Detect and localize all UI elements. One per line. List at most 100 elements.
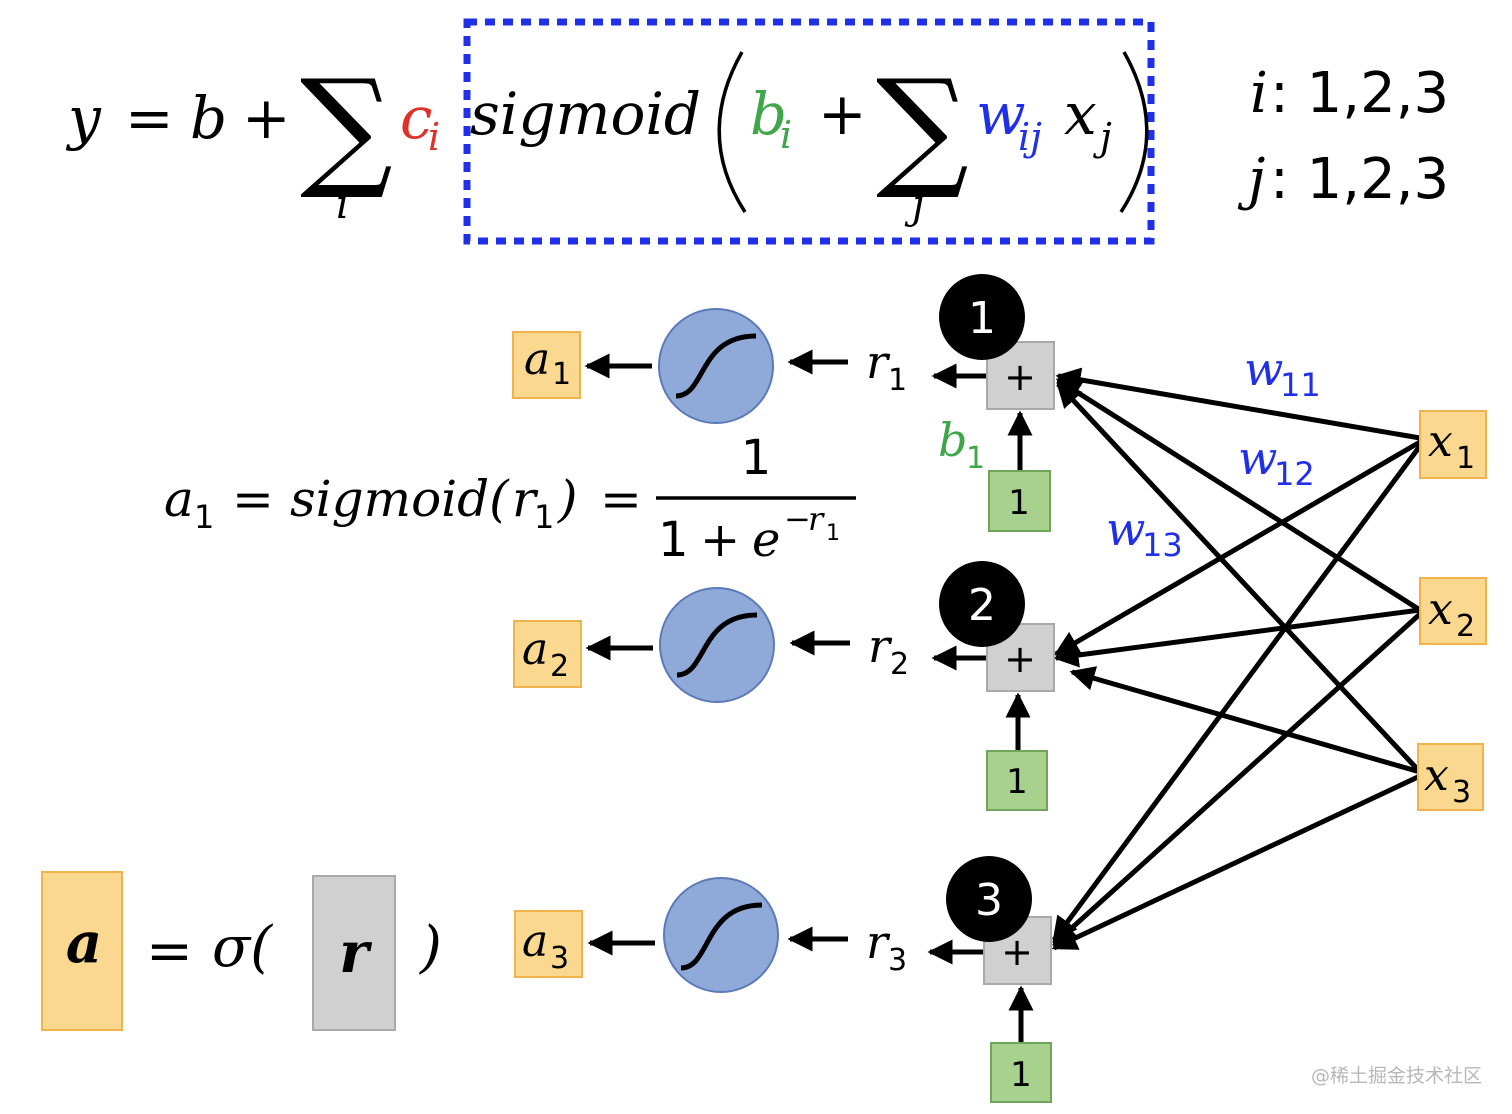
paren-open [717,51,747,213]
formula-x: x [1064,80,1097,148]
connection-x3-n1 [1056,382,1422,774]
sigmoid-eq-a-sub: 1 [194,498,214,536]
formula-plus: + [242,84,291,152]
vector-eq-equals: = [146,919,193,984]
r2-sub: 2 [890,647,909,682]
vector-eq-sigma: σ( [212,915,273,980]
input-x1-label: x [1428,416,1453,467]
sigmoid-eq-denom-plus: + [700,512,740,568]
formula-bi-sub: i [780,113,792,157]
formula-c-sub: i [428,115,440,159]
output-a3-sub: 3 [550,941,569,976]
range-j-values: : 1,2,3 [1270,147,1449,212]
input-x2-sub: 2 [1456,609,1475,644]
connection-x1-n3 [1051,444,1423,943]
formula-plus-2: + [818,80,867,148]
neuron-badge-1 [939,274,1025,360]
range-j-label: j [1237,147,1265,212]
sigmoid-eq-exp-sub: 1 [826,521,840,546]
r3-label: r [866,915,891,969]
weight-connections [1051,367,1423,951]
sigmoid-eq-denom-one: 1 [658,512,689,568]
neuron-badge-3 [946,856,1032,942]
index-ranges: i : 1,2,3 j : 1,2,3 [1237,61,1449,212]
output-a3-label: a [522,916,548,967]
output-a2-label: a [522,624,548,675]
weight-w11-sub: 11 [1280,366,1321,404]
neuron-badge-1-label: 1 [968,293,996,344]
sigmoid-node-3 [663,877,779,993]
output-box-a2 [513,620,582,688]
bias-input-2 [986,750,1048,811]
formula-b: b [190,84,227,152]
formula-w-sub: ij [1018,115,1042,159]
bias-input-1-label: 1 [1008,483,1030,523]
formula-sigmoid: sigmoid [470,80,701,148]
neuron-badge-2-label: 2 [968,580,996,631]
input-x3-label: x [1424,750,1449,801]
sigmoid-equation: a 1 = sigmoid( r 1 ) = 1 1 + e − r 1 [164,430,856,568]
sigmoid-eq-r: r [512,470,539,528]
sum-outer-index: i [336,182,349,228]
output-box-a3 [514,910,583,978]
weight-labels: w 11 w 12 w 13 [1106,342,1321,564]
neuron-1: a 1 r 1 + 1 1 [512,274,1055,532]
range-i-values: : 1,2,3 [1270,61,1449,126]
output-a1-label: a [524,334,550,385]
sigmoid-node-2 [659,587,775,703]
weight-w11: w [1244,342,1283,396]
vector-a-label: a [66,910,102,976]
input-x2-label: x [1428,584,1453,635]
formula-equals: = [125,84,174,152]
weight-w13-sub: 13 [1142,526,1183,564]
sigmoid-curve-icon [676,612,758,678]
sum-inner-sigma: ∑ [876,51,969,203]
r1-sub: 1 [888,363,907,398]
formula-w: w [976,80,1026,148]
sigmoid-eq-fn: sigmoid( [290,470,510,528]
sigmoid-eq-exp-r: r [808,500,825,538]
vector-r-label: r [339,920,372,986]
neuron-badge-2 [939,561,1025,647]
sigmoid-eq-denom-e: e [752,512,780,568]
neuron-badge-3-label: 3 [975,875,1003,926]
vector-a-box [41,871,123,1031]
sigmoid-eq-r-sub: 1 [534,498,554,536]
formula-bi: b [750,80,787,148]
watermark: @稀土掘金技术社区 [1311,1065,1482,1087]
connection-x2-n3 [1052,612,1422,946]
input-x1-sub: 1 [1456,441,1475,476]
output-a2-sub: 2 [550,649,569,684]
connection-x1-n2 [1053,439,1422,657]
output-a1-sub: 1 [552,357,571,392]
output-box-a1 [512,331,581,399]
bias-b1-label: b [938,413,967,467]
sigmoid-eq-eq1: = [232,470,274,528]
highlight-box [463,18,1155,245]
sigmoid-curve-icon [675,333,757,399]
paren-close [1119,51,1149,213]
neuron-3: a 3 r 3 + 3 1 [514,856,1052,1103]
formula-c: c [400,84,432,152]
sigmoid-eq-close: ) [557,470,578,528]
connection-x2-n1 [1055,377,1422,613]
r3-sub: 3 [888,943,907,978]
vector-r-box [312,875,396,1031]
sigmoid-eq-eq2: = [600,470,642,528]
vector-equation: a = σ( r ) [41,871,442,1031]
neuron-2: a 2 r 2 + 2 1 [513,561,1055,811]
bias-b1-sub: 1 [966,441,985,476]
summation-plus-1: + [1004,355,1036,399]
sigmoid-node-1 [658,308,774,424]
weight-w12: w [1238,431,1277,485]
inputs: x 1 x 2 x 3 [1417,410,1487,811]
weight-w13: w [1106,502,1145,556]
weight-w12-sub: 12 [1274,455,1315,493]
bias-input-3-label: 1 [1010,1055,1032,1095]
bias-input-3 [990,1042,1052,1103]
r1-label: r [866,335,891,389]
formula-y: y [65,84,102,152]
summation-plus-2: + [1004,637,1036,681]
bias-input-2-label: 1 [1006,762,1028,802]
